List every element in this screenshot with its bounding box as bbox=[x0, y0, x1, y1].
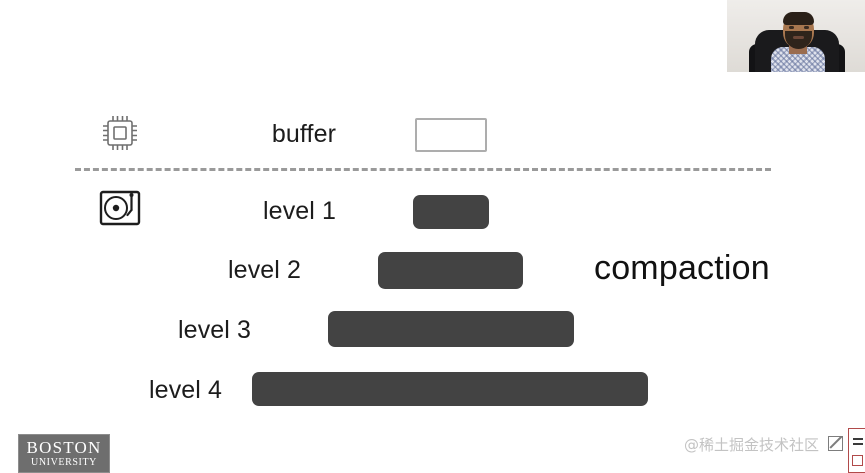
bar-buffer bbox=[415, 118, 487, 152]
boston-university-logo: BOSTON UNIVERSITY bbox=[18, 434, 110, 473]
disk-turntable-icon bbox=[98, 186, 142, 230]
row-label-level-3: level 3 bbox=[178, 316, 251, 344]
panel-line-1 bbox=[853, 438, 863, 440]
bar-level-3 bbox=[328, 311, 574, 347]
fullscreen-icon[interactable] bbox=[828, 436, 843, 451]
panel-box bbox=[852, 455, 863, 466]
bar-level-1 bbox=[413, 195, 489, 229]
player-controls-partial[interactable] bbox=[828, 428, 865, 473]
logo-line-1: BOSTON bbox=[26, 438, 102, 457]
presenter-beard bbox=[785, 31, 812, 49]
bar-level-2 bbox=[378, 252, 523, 289]
presenter-video-overlay[interactable] bbox=[727, 0, 865, 72]
presenter-eye-left bbox=[789, 26, 794, 29]
compaction-caption: compaction bbox=[594, 249, 770, 287]
memory-disk-divider bbox=[75, 168, 771, 171]
panel-line-2 bbox=[853, 443, 863, 445]
cpu-chip-icon bbox=[98, 111, 142, 155]
row-label-buffer: buffer bbox=[271, 120, 336, 148]
presenter-mouth bbox=[793, 36, 804, 39]
row-label-level-2: level 2 bbox=[228, 256, 301, 284]
bar-level-4 bbox=[252, 372, 648, 406]
presenter-hair bbox=[783, 12, 814, 25]
row-label-level-1: level 1 bbox=[263, 197, 336, 225]
logo-line-2: UNIVERSITY bbox=[31, 457, 97, 468]
layout-panel-icon[interactable] bbox=[848, 428, 865, 473]
watermark-text: @稀土掘金技术社区 bbox=[684, 436, 820, 454]
presenter-eye-right bbox=[804, 26, 809, 29]
row-label-level-4: level 4 bbox=[149, 376, 222, 404]
